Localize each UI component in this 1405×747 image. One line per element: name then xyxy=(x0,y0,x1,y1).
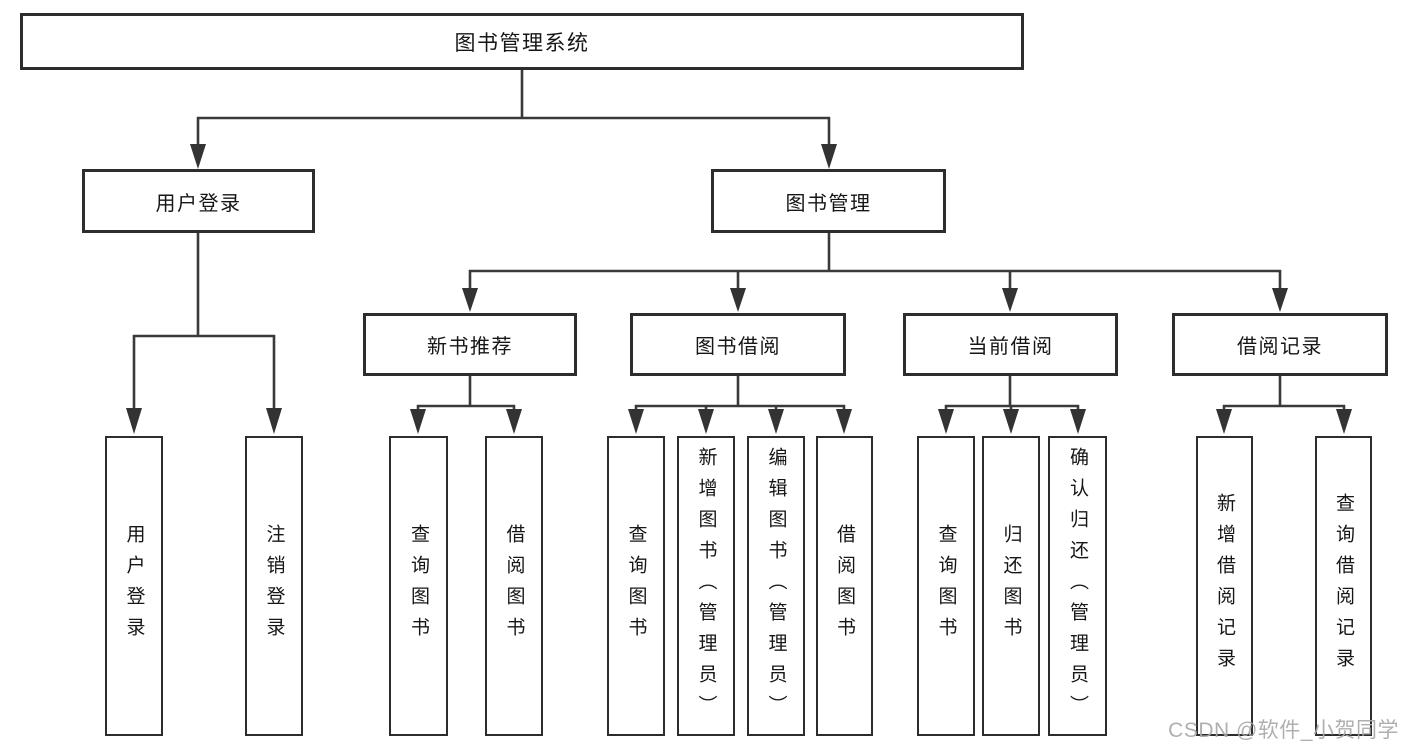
leaf-user-login: 用户登录 xyxy=(105,436,163,736)
node-book-management: 图书管理 xyxy=(711,169,946,233)
node-label: 用户登录 xyxy=(155,192,242,215)
node-label: 当前借阅 xyxy=(967,336,1054,358)
leaf-label: 归还图书 xyxy=(1000,524,1022,648)
leaf-borrow-query-books: 查询图书 xyxy=(607,436,665,736)
node-label: 图书借阅 xyxy=(695,336,781,358)
leaf-label: 用户登录 xyxy=(123,524,145,648)
node-current-borrowing: 当前借阅 xyxy=(903,313,1118,376)
edge-root-to-level2 xyxy=(190,70,837,169)
leaf-label: 查询图书 xyxy=(625,524,647,648)
leaf-label: 查询借阅记录 xyxy=(1333,493,1354,679)
leaf-current-return-books: 归还图书 xyxy=(982,436,1040,736)
leaf-label: 借阅图书 xyxy=(503,524,525,648)
leaf-newbooks-query-books: 查询图书 xyxy=(389,436,448,736)
leaf-label: 借阅图书 xyxy=(834,524,855,648)
leaf-current-query-books: 查询图书 xyxy=(917,436,975,736)
node-label: 图书管理 xyxy=(785,192,872,215)
node-library-management-system: 图书管理系统 xyxy=(20,13,1024,70)
leaf-records-add-record: 新增借阅记录 xyxy=(1196,436,1253,736)
leaf-records-query-record: 查询借阅记录 xyxy=(1315,436,1372,736)
edge-book-mgmt-to-level3 xyxy=(462,233,1288,312)
leaf-label: 查询图书 xyxy=(935,524,957,648)
leaf-label: 确认归还（管理员） xyxy=(1067,446,1088,726)
leaf-logout-login: 注销登录 xyxy=(245,436,303,736)
node-label: 借阅记录 xyxy=(1237,336,1323,358)
leaf-label: 编辑图书（管理员） xyxy=(765,446,787,726)
node-new-book-recommend: 新书推荐 xyxy=(363,313,577,376)
leaf-label: 注销登录 xyxy=(263,524,285,648)
leaf-label: 新增图书（管理员） xyxy=(695,446,717,726)
leaf-borrow-borrow-books: 借阅图书 xyxy=(816,436,873,736)
csdn-watermark: CSDN @软件_小贺同学 xyxy=(1168,719,1399,742)
leaf-label: 查询图书 xyxy=(408,524,429,648)
leaf-current-confirm-return-admin: 确认归还（管理员） xyxy=(1048,436,1107,736)
edge-current-to-leaves xyxy=(938,376,1086,434)
leaf-label: 新增借阅记录 xyxy=(1214,493,1235,679)
edge-borrow-to-leaves xyxy=(628,376,852,434)
node-borrowing-records: 借阅记录 xyxy=(1172,313,1388,376)
node-user-login: 用户登录 xyxy=(82,169,315,233)
edge-new-books-to-leaves xyxy=(410,376,522,434)
leaf-newbooks-borrow-books: 借阅图书 xyxy=(485,436,543,736)
node-book-borrowing: 图书借阅 xyxy=(630,313,846,376)
leaf-borrow-add-books-admin: 新增图书（管理员） xyxy=(677,436,735,736)
edge-records-to-leaves xyxy=(1216,376,1352,434)
node-label: 图书管理系统 xyxy=(454,31,590,55)
leaf-borrow-edit-books-admin: 编辑图书（管理员） xyxy=(747,436,805,736)
edge-user-login-to-leaves xyxy=(126,233,282,434)
node-label: 新书推荐 xyxy=(427,336,513,358)
